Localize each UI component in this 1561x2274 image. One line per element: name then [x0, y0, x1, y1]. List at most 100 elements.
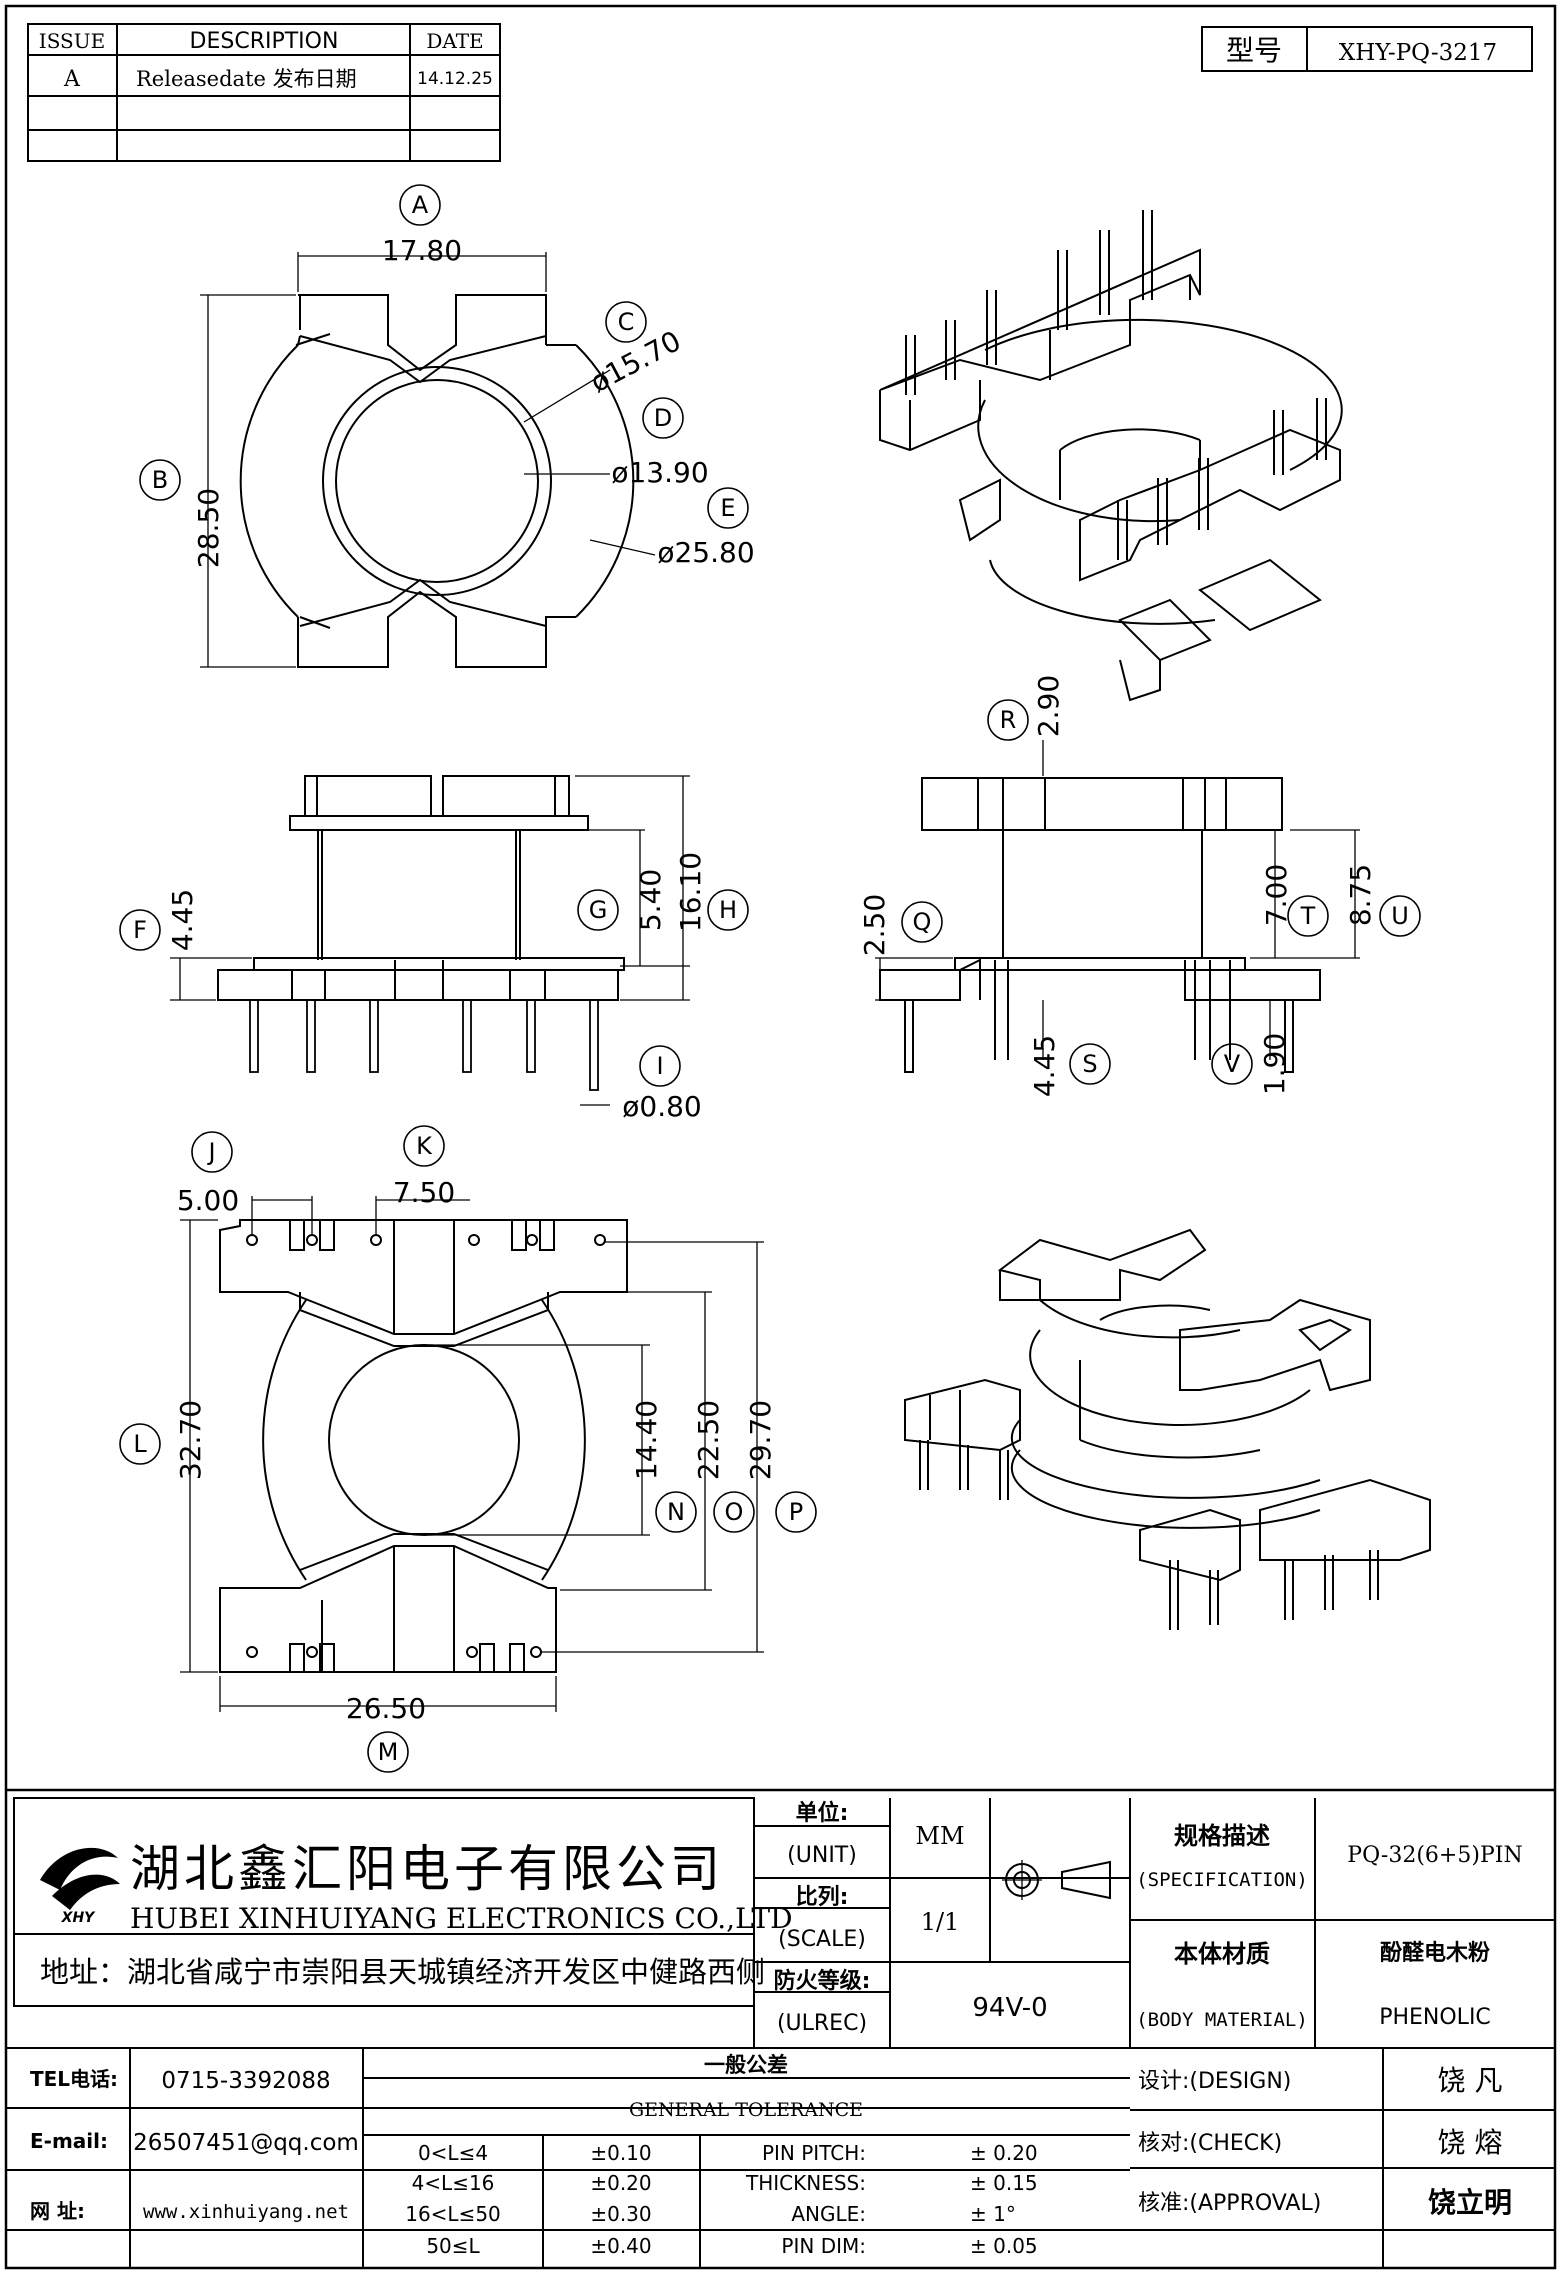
email-value: 26507451@qq.com	[133, 2130, 359, 2156]
dim-c: ø15.70	[585, 324, 686, 399]
callout-v: V	[1224, 1050, 1241, 1078]
callout-n: N	[667, 1498, 685, 1526]
callout-c: C	[618, 308, 635, 336]
top-view	[139, 184, 749, 668]
tol-value-1: ±0.10	[590, 2141, 651, 2165]
model-box: 型号 XHY-PQ-3217	[1201, 26, 1533, 72]
dim-v: 1.90	[1258, 1033, 1291, 1095]
approval-label: 核准:(APPROVAL)	[1138, 2191, 1321, 2216]
material-label: 本体材质	[1174, 1940, 1270, 1968]
dim-j: 5.00	[177, 1184, 239, 1217]
unit-value: MM	[915, 1822, 964, 1850]
web-value: www.xinhuiyang.net	[143, 2201, 349, 2223]
sheet-border	[4, 4, 1557, 2270]
logo-text: XHY	[61, 1910, 97, 1926]
callout-b: B	[152, 466, 168, 494]
web-label: 网 址:	[30, 2199, 85, 2223]
callout-o: O	[725, 1498, 744, 1526]
dim-t: 7.00	[1260, 864, 1293, 926]
dim-g: 5.40	[634, 869, 667, 931]
tol-other-value-2: ± 0.15	[970, 2171, 1038, 2195]
callout-r: R	[1000, 706, 1017, 734]
rev-header-issue: ISSUE	[39, 29, 105, 53]
model-value: XHY-PQ-3217	[1339, 40, 1497, 66]
dim-a: 17.80	[382, 234, 462, 267]
unit-label-en: (UNIT)	[787, 1843, 857, 1868]
callout-e: E	[720, 494, 735, 522]
dim-q: 2.50	[858, 894, 891, 956]
tol-other-value-4: ± 0.05	[970, 2234, 1038, 2258]
dim-n: 14.40	[630, 1400, 663, 1480]
tel-label: TEL电话:	[30, 2067, 118, 2091]
side-view	[875, 699, 1421, 1085]
spec-value: PQ-32(6+5)PIN	[1347, 1843, 1522, 1868]
dim-b: 28.50	[192, 488, 225, 568]
isometric-view-bottom	[904, 1228, 1431, 1630]
bottom-view	[119, 1125, 817, 1773]
revision-table: ISSUE DESCRIPTION DATE A Releasedate 发布日…	[27, 23, 501, 162]
dim-f: 4.45	[166, 889, 199, 951]
company-logo: XHY	[40, 1847, 120, 1926]
tol-other-4: PIN DIM:	[781, 2234, 866, 2258]
callout-m: M	[378, 1738, 399, 1766]
dim-p: 29.70	[744, 1400, 777, 1480]
unit-label: 单位:	[796, 1800, 849, 1826]
dim-e: ø25.80	[657, 536, 754, 569]
approval-name: 饶立明	[1428, 2186, 1512, 2219]
tol-other-2: THICKNESS:	[745, 2171, 866, 2195]
tol-other-1: PIN PITCH:	[762, 2141, 866, 2165]
tol-other-value-1: ± 0.20	[970, 2141, 1038, 2165]
tol-range-1: 0<L≤4	[418, 2141, 488, 2165]
tolerance-title-cn: 一般公差	[704, 2053, 788, 2077]
callout-s: S	[1082, 1050, 1097, 1078]
company-name-cn: 湖北鑫汇阳电子有限公司	[130, 1840, 724, 1898]
email-label: E-mail:	[30, 2129, 108, 2153]
material-value-en: PHENOLIC	[1379, 2005, 1491, 2030]
dim-l: 32.70	[174, 1400, 207, 1480]
scale-label-en: (SCALE)	[778, 1927, 866, 1952]
check-label: 核对:(CHECK)	[1138, 2131, 1282, 2156]
tol-other-3: ANGLE:	[791, 2202, 866, 2226]
material-label-en: (BODY MATERIAL)	[1136, 2009, 1308, 2031]
ulrec-label: 防火等级:	[774, 1968, 871, 1994]
callout-k: K	[416, 1132, 433, 1160]
spec-label: 规格描述	[1174, 1822, 1270, 1850]
callout-t: T	[1300, 902, 1316, 930]
rev-issue: A	[63, 67, 81, 92]
callout-h: H	[719, 896, 737, 924]
design-label: 设计:(DESIGN)	[1138, 2069, 1291, 2094]
ulrec-label-en: (ULREC)	[777, 2011, 867, 2036]
callout-i: I	[656, 1052, 663, 1080]
tol-range-3: 16<L≤50	[405, 2202, 501, 2226]
callout-j: J	[206, 1138, 215, 1166]
callout-a: A	[412, 191, 429, 219]
dim-i: ø0.80	[622, 1090, 701, 1123]
tol-range-4: 50≤L	[426, 2234, 480, 2258]
tol-other-value-3: ± 1°	[970, 2202, 1016, 2226]
title-block	[6, 1788, 1555, 2268]
callout-g: G	[589, 896, 608, 924]
dim-r: 2.90	[1032, 675, 1065, 737]
callout-f: F	[133, 916, 147, 944]
tol-range-2: 4<L≤16	[412, 2171, 495, 2195]
dim-h: 16.10	[674, 852, 707, 932]
check-name: 饶 熔	[1438, 2126, 1503, 2159]
callout-l: L	[133, 1430, 147, 1458]
scale-value: 1/1	[921, 1908, 960, 1936]
tol-value-4: ±0.40	[590, 2234, 651, 2258]
dim-u: 8.75	[1344, 864, 1377, 926]
dim-o: 22.50	[692, 1400, 725, 1480]
tel-value: 0715-3392088	[161, 2068, 330, 2094]
company-name-en: HUBEI XINHUIYANG ELECTRONICS CO.,LTD	[130, 1902, 793, 1935]
rev-header-date: DATE	[426, 29, 483, 53]
callout-p: P	[789, 1498, 803, 1526]
tolerance-title-en: GENERAL TOLERANCE	[629, 2099, 863, 2121]
dim-m: 26.50	[346, 1692, 426, 1725]
dim-k: 7.50	[393, 1176, 455, 1209]
model-label: 型号	[1226, 34, 1282, 67]
rev-date: 14.12.25	[417, 69, 493, 89]
tol-value-2: ±0.20	[590, 2171, 651, 2195]
callout-d: D	[654, 404, 672, 432]
ulrec-value: 94V-0	[972, 1993, 1047, 2023]
